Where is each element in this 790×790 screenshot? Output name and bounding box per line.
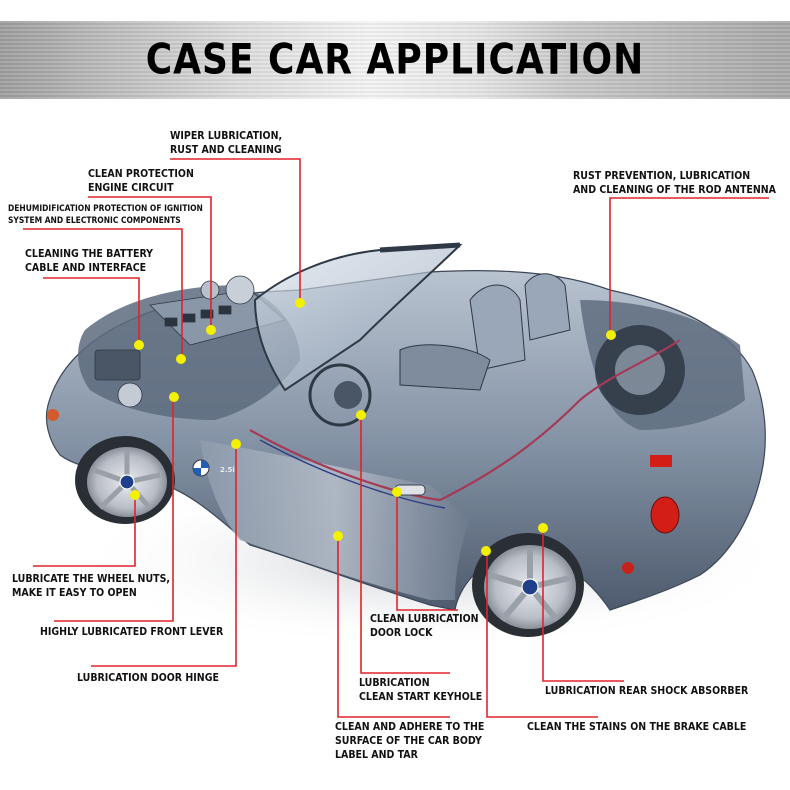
callout-text: CLEAN THE STAINS ON THE BRAKE CABLE <box>527 721 747 733</box>
model-badge: 2.5i <box>220 466 235 474</box>
callout-text: SURFACE OF THE CAR BODY <box>335 735 482 747</box>
callout-battery: CLEANING THE BATTERY CABLE AND INTERFACE <box>25 247 153 275</box>
marker-dot-engine-circuit <box>206 325 216 335</box>
rear-reflector <box>622 562 634 574</box>
leader-line-wheel-nuts <box>33 495 136 567</box>
callout-door-lock: CLEAN LUBRICATION DOOR LOCK <box>370 612 479 640</box>
callout-text: SYSTEM AND ELECTRONIC COMPONENTS <box>8 214 181 225</box>
marker-dot-rear-shock <box>538 523 548 533</box>
seats <box>399 273 571 391</box>
marker-dot-brake-cable <box>481 546 491 556</box>
leader-line-antenna <box>609 197 769 333</box>
callout-text: LABEL AND TAR <box>335 749 418 761</box>
callout-text: CLEAN LUBRICATION <box>370 613 479 625</box>
callout-text: LUBRICATION DOOR HINGE <box>77 672 219 684</box>
callout-text: CLEAN START KEYHOLE <box>359 691 483 703</box>
callout-wheel-nuts: LUBRICATE THE WHEEL NUTS, MAKE IT EASY T… <box>12 572 170 600</box>
callout-keyhole: LUBRICATION CLEAN START KEYHOLE <box>359 676 482 704</box>
callout-text: CLEANING THE BATTERY <box>25 248 153 260</box>
engine-block <box>94 275 286 408</box>
callout-front-lever: HIGHLY LUBRICATED FRONT LEVER <box>40 625 223 639</box>
leader-line-wiper <box>170 158 301 303</box>
callout-wiper: WIPER LUBRICATION, RUST AND CLEANING <box>170 129 282 157</box>
front-wheel <box>75 436 175 524</box>
callout-text: MAKE IT EASY TO OPEN <box>12 587 137 599</box>
steering-wheel <box>308 363 372 427</box>
leader-line-engine-circuit <box>88 196 212 330</box>
leader-line-rear-shock <box>542 529 624 682</box>
leader-line-ignition <box>23 228 183 360</box>
callout-ignition: DEHUMIDIFICATION PROTECTION OF IGNITION … <box>8 203 203 226</box>
title-banner <box>0 21 790 99</box>
callout-text: WIPER LUBRICATION, <box>170 130 283 142</box>
leader-line-door-hinge <box>91 444 237 667</box>
callout-door-hinge: LUBRICATION DOOR HINGE <box>77 671 219 685</box>
marker-dot-ignition <box>176 354 186 364</box>
callout-text: DEHUMIDIFICATION PROTECTION OF IGNITION <box>8 203 203 213</box>
marker-dot-front-lever <box>169 392 179 402</box>
callout-text: AND CLEANING OF THE ROD ANTENNA <box>573 184 776 196</box>
windshield <box>253 243 463 392</box>
callout-body-label: CLEAN AND ADHERE TO THE SURFACE OF THE C… <box>335 720 484 762</box>
marker-dot-door-lock <box>392 487 402 497</box>
marker-dot-wheel-nuts <box>130 490 140 500</box>
callout-text: LUBRICATE THE WHEEL NUTS, <box>12 573 170 585</box>
leader-line-door-lock <box>396 497 458 611</box>
marker-dot-antenna <box>606 330 616 340</box>
callout-text: CLEAN PROTECTION <box>88 168 194 180</box>
leader-line-front-lever <box>54 398 174 622</box>
callout-text: LUBRICATION <box>359 677 430 689</box>
wiring-harness <box>249 339 681 502</box>
marker-dot-wiper <box>295 298 305 308</box>
fender-badge <box>192 459 210 477</box>
callout-text: RUST PREVENTION, LUBRICATION <box>573 170 751 182</box>
battery-terminal-cover <box>650 455 672 467</box>
leader-line-keyhole <box>360 416 450 674</box>
callout-text: ENGINE CIRCUIT <box>88 182 174 194</box>
tail-light <box>650 496 680 534</box>
callout-text: LUBRICATION REAR SHOCK ABSORBER <box>545 685 749 697</box>
callout-text: HIGHLY LUBRICATED FRONT LEVER <box>40 626 224 638</box>
marker-dot-door-hinge <box>231 439 241 449</box>
leader-line-brake-cable <box>486 551 598 718</box>
callout-brake-cable: CLEAN THE STAINS ON THE BRAKE CABLE <box>527 720 746 734</box>
callout-text: CABLE AND INTERFACE <box>25 262 147 274</box>
door-panel <box>200 440 470 600</box>
leader-line-body-label <box>337 536 450 718</box>
marker-dot-keyhole <box>356 410 366 420</box>
marker-dot-body-label <box>333 531 343 541</box>
callout-text: CLEAN AND ADHERE TO THE <box>335 721 485 733</box>
leader-line-battery <box>43 277 140 345</box>
rear-wheel <box>472 533 584 637</box>
marker-dot-battery <box>134 340 144 350</box>
callout-text: RUST AND CLEANING <box>170 144 282 156</box>
callout-text: DOOR LOCK <box>370 627 433 639</box>
callout-engine-circuit: CLEAN PROTECTION ENGINE CIRCUIT <box>88 167 194 195</box>
callout-antenna: RUST PREVENTION, LUBRICATION AND CLEANIN… <box>573 169 776 197</box>
side-marker <box>47 409 59 421</box>
callout-rear-shock: LUBRICATION REAR SHOCK ABSORBER <box>545 684 748 698</box>
page-title: CASE CAR APPLICATION <box>145 35 645 85</box>
